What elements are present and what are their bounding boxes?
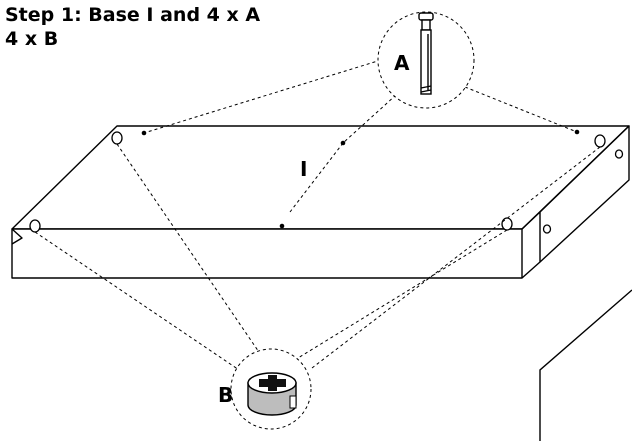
cam-lock-detail: B [218, 348, 312, 430]
base-panel [11, 125, 630, 279]
dowel-icon [418, 12, 434, 95]
step-heading: Step 1: Base I and 4 x A [5, 4, 261, 26]
base-label: I [300, 157, 307, 181]
cam-lock-label: B [218, 383, 233, 407]
parts-quantity: 4 x B [5, 28, 59, 50]
dowel-label: A [394, 51, 410, 75]
leader-lines [34, 59, 601, 377]
cam-lock-icon [247, 372, 297, 416]
dowel-detail: A [377, 11, 475, 109]
base-holes [29, 131, 624, 234]
side-panel [539, 289, 632, 441]
